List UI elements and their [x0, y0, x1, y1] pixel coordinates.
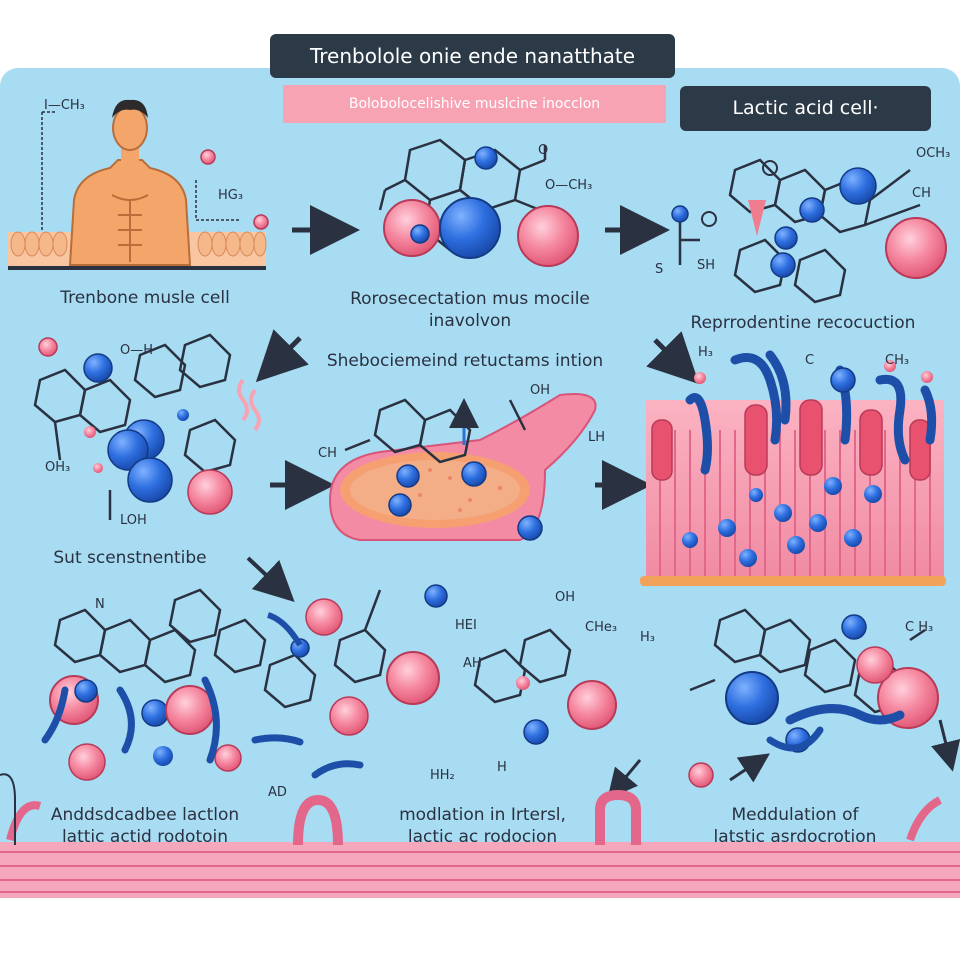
- chem-label: LH: [588, 430, 606, 445]
- cell-membrane: [0, 773, 960, 960]
- panel-label-muscle-cell: Trenbone musle cell: [60, 288, 230, 308]
- chem-label: AD: [268, 785, 287, 800]
- chem-label: HH₂: [430, 768, 455, 783]
- chem-label: CHe₃: [585, 620, 618, 635]
- panel-label-lactic-production: Anddsdcadbee lactlon lattic actid rodoto…: [50, 805, 240, 847]
- chem-label: OH: [530, 383, 551, 398]
- chem-label: I—CH₃: [44, 98, 85, 113]
- chem-label: OH: [555, 590, 576, 605]
- chem-label: CH₃: [885, 353, 910, 368]
- panel-label-reproduction: Reprrodentine recocuction: [690, 313, 916, 333]
- molecule-4: [33, 333, 237, 520]
- chem-label: O—CH₃: [545, 178, 593, 193]
- molecule-bottom-left: [53, 588, 267, 684]
- panel-label-modulation: modlation in Irtersl, lactic ac rodocion: [399, 805, 566, 847]
- chem-label: CH: [912, 186, 931, 201]
- chem-label: O: [538, 143, 549, 158]
- chem-label: OCH₃: [916, 146, 951, 161]
- molecule-3: [678, 158, 921, 304]
- panel-label-mus-mocile: Rorosecectation mus mocile inavolvon: [350, 289, 590, 331]
- chem-label: O—H: [120, 343, 154, 358]
- molecule-bottom-mid: [263, 589, 572, 709]
- tissue-spheres: [682, 360, 933, 567]
- chem-label: CH: [318, 446, 337, 461]
- chem-label: HG₃: [218, 188, 244, 203]
- chem-label: OH₃: [45, 460, 71, 475]
- chem-label: HEI: [455, 618, 477, 633]
- chem-label: S: [655, 262, 664, 277]
- panel-label-scenstnentibe: Sut scenstnentibe: [53, 548, 207, 568]
- lactic-acid-cell-label: Lactic acid cell·: [680, 86, 931, 131]
- muscle-tissue: [640, 350, 946, 586]
- chem-label: C H₃: [905, 620, 934, 635]
- chem-label: SH: [697, 258, 716, 273]
- panel-label-retuctams: Shebociemeind retuctams intion: [326, 351, 604, 371]
- diagram-subtitle: Bolobolocelishive muslcine inocclon: [283, 85, 666, 123]
- chem-label: AH: [463, 656, 482, 671]
- chem-label: LOH: [120, 513, 147, 528]
- chem-label: N: [95, 597, 105, 612]
- panel-label-meddulation: Meddulation of latstic asrdocrotion: [713, 805, 877, 847]
- chem-label: H₃: [698, 345, 713, 360]
- chem-label: C: [805, 353, 815, 368]
- diagram-title: Trenbolole onie ende nanatthate: [270, 34, 675, 78]
- chem-label: H₃: [640, 630, 655, 645]
- chem-label: H: [497, 760, 507, 775]
- human-figure: [8, 99, 267, 270]
